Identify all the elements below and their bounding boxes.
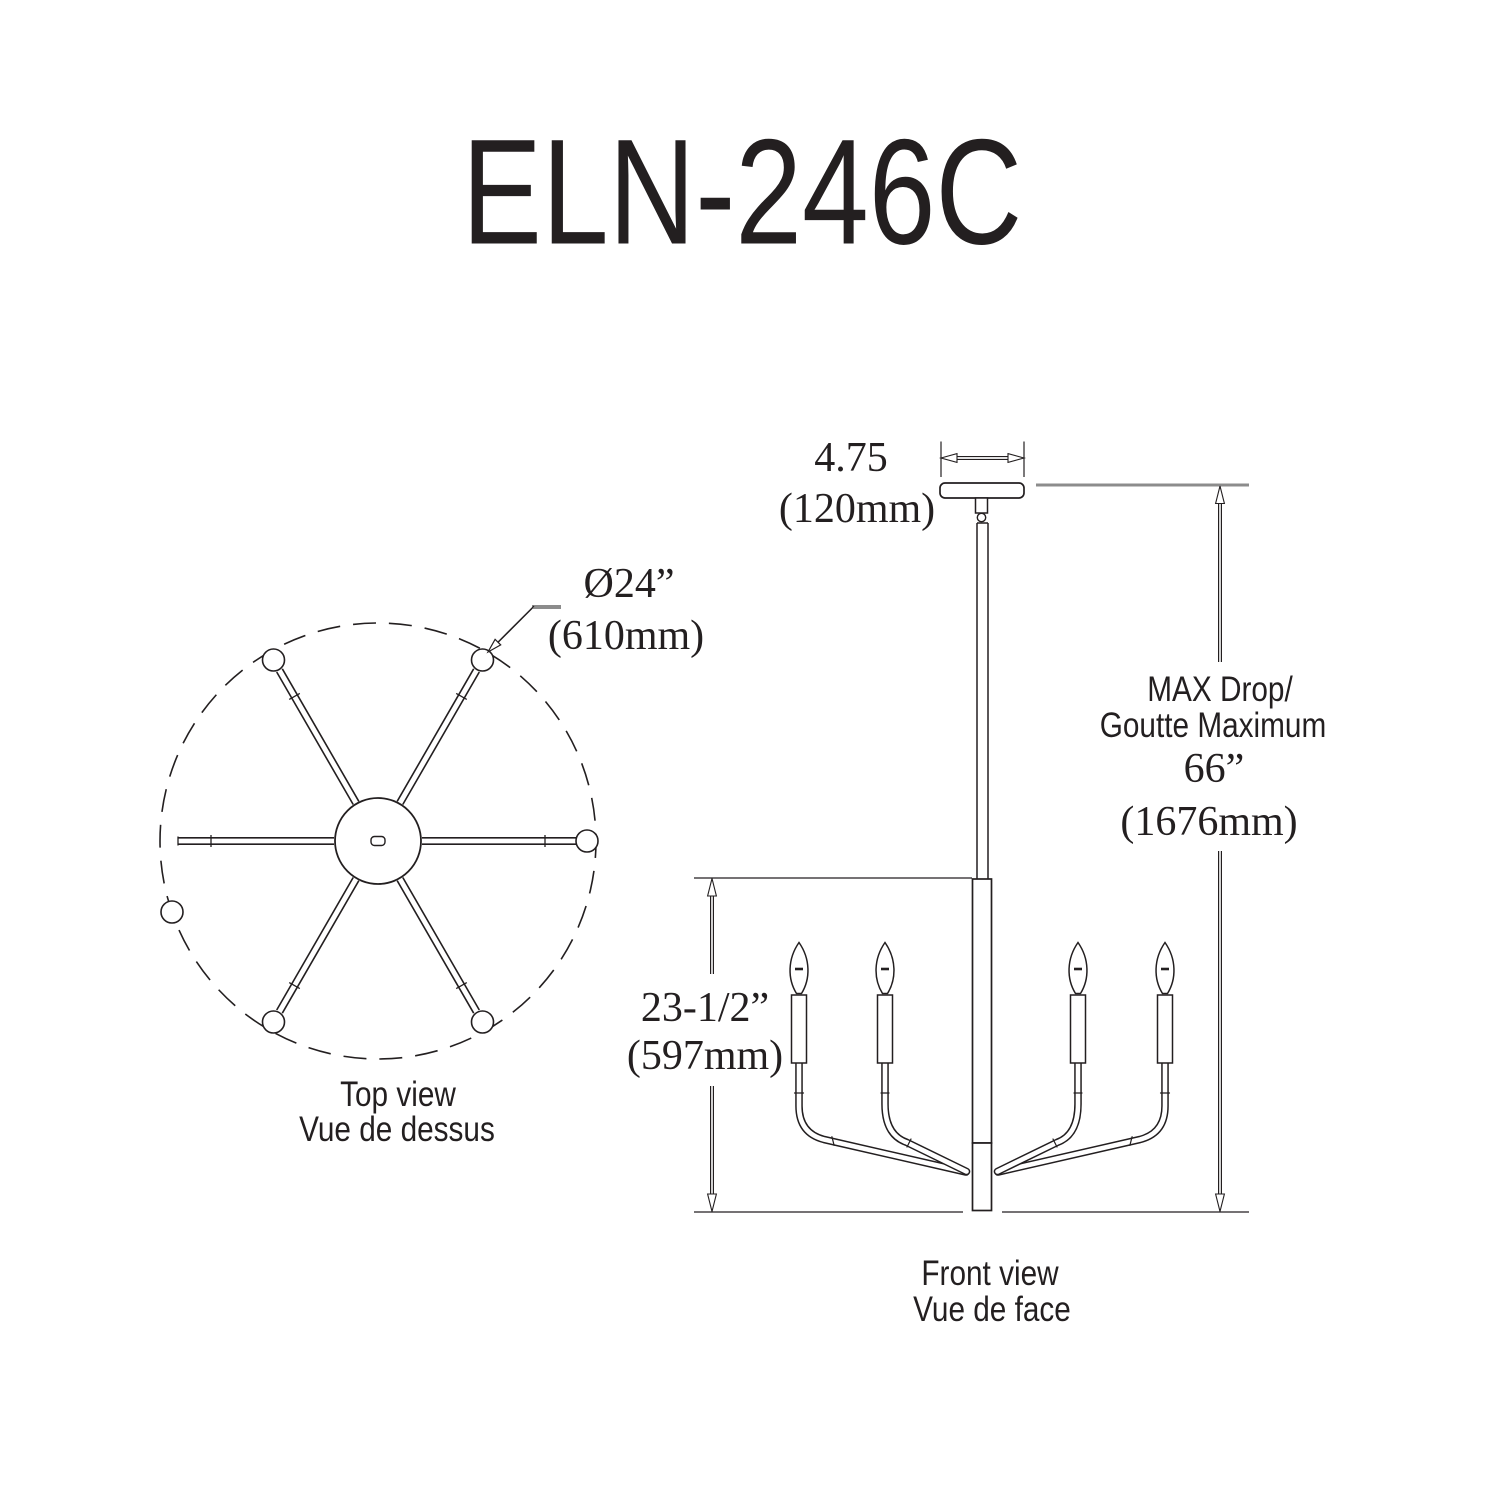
socket-circle: [470, 1010, 495, 1034]
top-view-caption-en: Top view: [340, 1074, 456, 1114]
max-drop-value-metric: (1676mm): [1120, 798, 1298, 845]
front-view-caption-en: Front view: [921, 1253, 1059, 1293]
arrowhead-left: [938, 452, 958, 464]
canopy-width-dimension: [938, 441, 1027, 477]
socket-circle: [261, 1010, 286, 1034]
candle-bulbs: [789, 941, 1175, 995]
dimension-lines: [694, 441, 1249, 1213]
top-view-drawing: [159, 605, 599, 1060]
front-view-caption-fr: Vue de face: [913, 1289, 1071, 1329]
top-view-hub-slot: [370, 835, 386, 847]
arrowhead-right: [1007, 452, 1027, 464]
candle-sockets: [790, 994, 1174, 1064]
top-view-arm-lower-right: [396, 877, 480, 1014]
candle-socket: [1069, 994, 1087, 1064]
max-drop-dimension: [1036, 483, 1249, 1212]
body-height-value: 23-1/2”: [640, 984, 770, 1031]
front-view-drawing: [789, 482, 1175, 1212]
diameter-value: Ø24”: [583, 560, 675, 607]
candle-socket: [876, 994, 894, 1064]
top-view-arm-left: [177, 835, 334, 847]
body-height-value-metric: (597mm): [626, 1032, 784, 1079]
max-drop-label-fr: Goutte Maximum: [1099, 705, 1327, 745]
socket-circle: [160, 900, 184, 924]
center-column-lower: [971, 1142, 993, 1212]
candle-socket: [790, 994, 808, 1064]
leader-arrowhead: [486, 638, 502, 654]
arrowhead-down: [706, 1193, 718, 1212]
chandelier-arms: [793, 1059, 1171, 1176]
arrowhead-down: [1214, 1193, 1226, 1212]
ball-joint: [976, 512, 987, 523]
top-view-arm-right: [422, 835, 576, 847]
canopy-connector: [974, 497, 989, 514]
diameter-leader: [486, 605, 561, 654]
down-rod: [976, 522, 989, 879]
candle-socket: [1156, 994, 1174, 1064]
canopy-width-value-metric: (120mm): [778, 485, 936, 532]
socket-circle: [575, 829, 599, 853]
top-view-arm-upper-left: [276, 668, 360, 805]
max-drop-value: 66”: [1183, 745, 1245, 792]
socket-circle: [470, 648, 495, 672]
max-drop-label-en: MAX Drop/: [1147, 669, 1293, 709]
body-height-dimension: [694, 877, 1249, 1213]
center-column-upper: [971, 878, 993, 1144]
arrowhead-up: [706, 878, 718, 897]
socket-circle: [261, 648, 286, 672]
diameter-value-metric: (610mm): [547, 612, 705, 659]
top-view-caption-fr: Vue de dessus: [299, 1109, 495, 1149]
arrowhead-up: [1214, 485, 1226, 505]
product-code: ELN-246C: [461, 107, 1023, 276]
canopy-width-value: 4.75: [814, 434, 888, 481]
canopy: [939, 482, 1025, 499]
top-view-arm-lower-left: [276, 877, 360, 1014]
top-view-arm-upper-right: [396, 668, 480, 805]
arm-joint-ticks: [793, 1092, 1171, 1148]
